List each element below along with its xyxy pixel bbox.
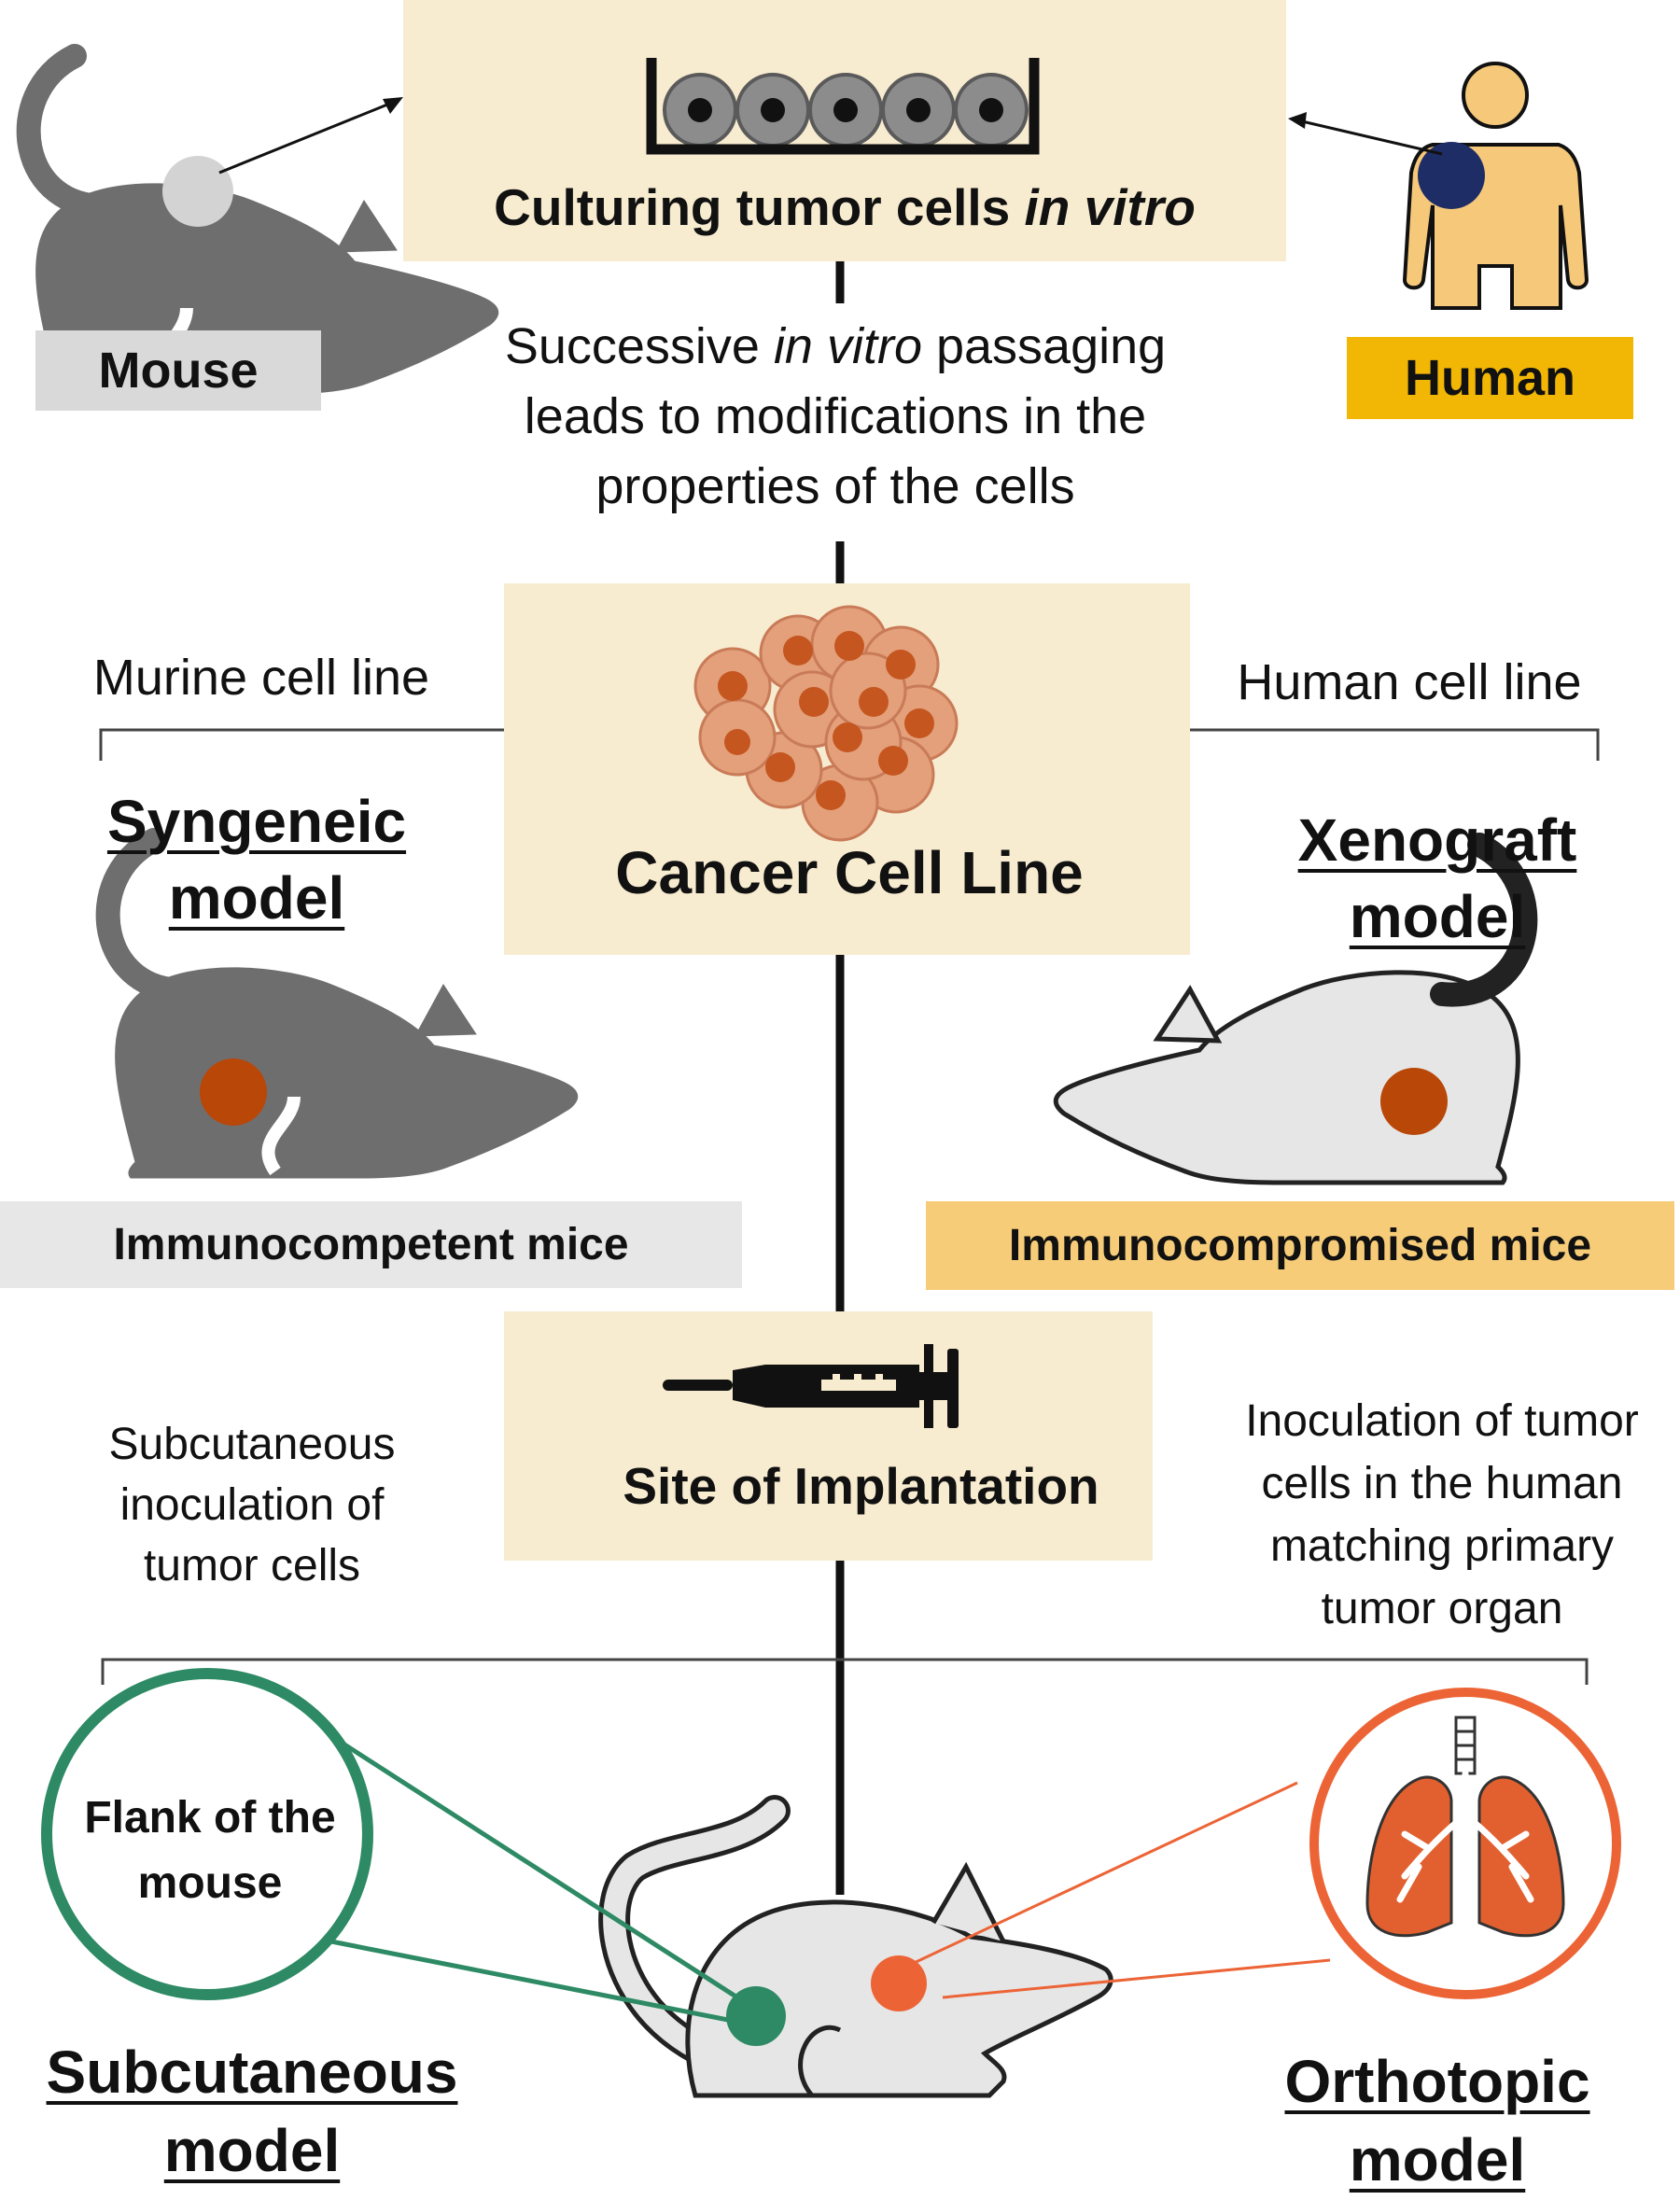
site-title: Site of Implantation — [623, 1457, 1099, 1515]
xenograft-mouse-icon — [1056, 845, 1525, 1183]
orthotopic-text-1: Inoculation of tumor — [1245, 1396, 1639, 1446]
cell-cluster-icon — [693, 605, 959, 842]
culturing-title-italic: in vitro — [1024, 178, 1196, 236]
human-label: Human — [1404, 350, 1575, 406]
immunocompetent-label: Immunocompetent mice — [113, 1220, 629, 1269]
subcutaneous-model-title-1: Subcutaneous — [46, 2039, 458, 2106]
lung-icon — [1365, 1716, 1565, 1938]
immunocompromised-badge: Immunocompromised mice — [926, 1201, 1674, 1290]
orthotopic-text-4: tumor organ — [1321, 1584, 1563, 1633]
culturing-title-text: Culturing tumor cells — [494, 178, 1025, 236]
passaging-line-2: leads to modifications in the — [524, 388, 1147, 444]
orthotopic-model-title-2: model — [1349, 2126, 1526, 2193]
immunocompromised-label: Immunocompromised mice — [1008, 1221, 1592, 1270]
subcutaneous-text-1: Subcutaneous — [108, 1420, 396, 1469]
subcutaneous-text-3: tumor cells — [143, 1541, 361, 1590]
culture-dish-icon — [646, 58, 1040, 155]
human-icon — [1288, 62, 1589, 310]
implant-mouse-icon — [598, 1795, 1113, 2098]
cell-line-title: Cancer Cell Line — [615, 839, 1084, 906]
subcutaneous-text-2: inoculation of — [119, 1480, 385, 1530]
orthotopic-text-2: cells in the human — [1261, 1459, 1623, 1508]
passaging-line-3: properties of the cells — [595, 458, 1075, 514]
flank-text-1: Flank of the — [84, 1793, 336, 1843]
orthotopic-text-3: matching primary — [1269, 1521, 1615, 1571]
murine-cell-line-label: Murine cell line — [92, 650, 430, 706]
immunocompetent-badge: Immunocompetent mice — [0, 1201, 742, 1288]
passaging-prefix: Successive — [504, 318, 774, 374]
passaging-italic: in vitro — [773, 318, 922, 374]
syngeneic-title-1: Syngeneic — [106, 788, 407, 855]
passaging-line-1: Successive in vitro passaging — [411, 317, 1260, 375]
syringe-icon — [663, 1344, 959, 1428]
flank-text-2: mouse — [137, 1858, 283, 1908]
mouse-badge: Mouse — [35, 330, 321, 411]
xenograft-title-1: Xenograft — [1297, 806, 1577, 874]
subcutaneous-model-title-2: model — [163, 2117, 341, 2184]
human-cell-line-label: Human cell line — [1237, 654, 1582, 710]
culturing-title: Culturing tumor cells in vitro — [403, 177, 1286, 237]
syngeneic-mouse-icon — [108, 840, 578, 1178]
flank-zoom — [41, 1668, 739, 2024]
human-badge: Human — [1347, 337, 1633, 419]
implantation-box — [504, 1311, 1153, 1561]
passaging-suffix: passaging — [921, 318, 1167, 374]
orthotopic-model-title-1: Orthotopic — [1284, 2048, 1590, 2115]
mouse-label: Mouse — [98, 343, 259, 399]
syngeneic-title-2: model — [168, 864, 345, 932]
xenograft-title-2: model — [1349, 883, 1526, 950]
bracket-lines — [99, 728, 1600, 1685]
